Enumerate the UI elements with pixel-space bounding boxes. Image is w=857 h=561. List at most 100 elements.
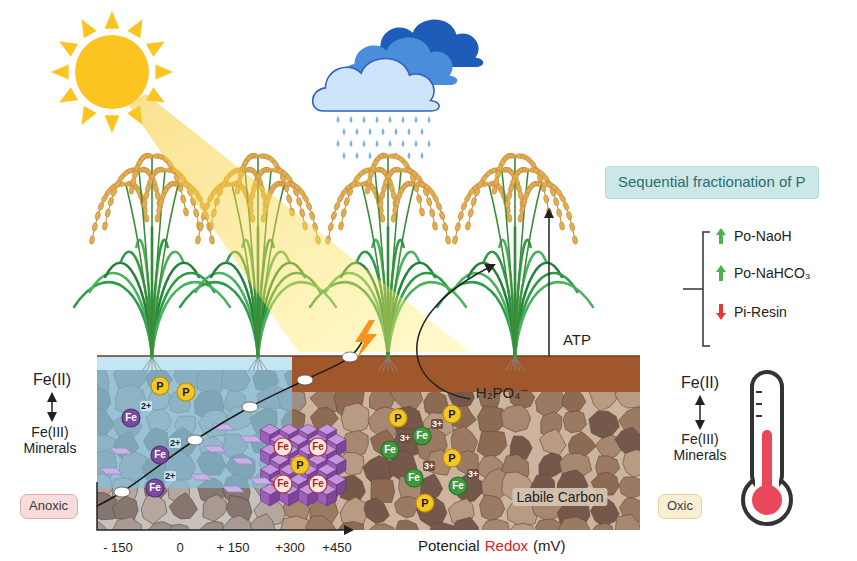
rain-drop: [343, 128, 346, 135]
carbon-label: Labile Carbon: [512, 488, 607, 506]
element-symbol: P: [388, 408, 408, 428]
plant-root: [258, 357, 268, 371]
rice-grain: [473, 187, 481, 197]
phosphorus-ion: P: [442, 448, 462, 468]
rain-drop: [421, 152, 424, 159]
ion-circle: [309, 438, 327, 456]
mineral-flake: [204, 446, 226, 452]
iron-state-label: Fe(II): [681, 374, 719, 392]
soil-aggregate: [396, 520, 419, 530]
iron-ion: Fe3+: [404, 468, 424, 488]
plant-leaf: [90, 273, 152, 357]
element-symbol: Fe: [121, 408, 141, 428]
axis-tick: + 150: [217, 541, 250, 556]
ion-charge: 3+: [399, 433, 411, 443]
sun-ray: [127, 19, 142, 38]
mineral-cube: [261, 450, 271, 467]
rain-drop: [428, 116, 431, 123]
rain-drop: [369, 128, 372, 135]
soil-aggregate: [480, 495, 505, 521]
plant-root: [152, 357, 153, 371]
rice-grain: [142, 199, 148, 208]
soil-aggregate: [364, 498, 389, 524]
element-symbol: Fe: [380, 440, 400, 460]
element-symbol: P: [415, 493, 435, 513]
rice-grain: [305, 201, 313, 211]
element-symbol: Fe: [145, 478, 165, 498]
rice-grain: [195, 235, 201, 244]
rice-grain: [89, 235, 95, 244]
rice-grain: [566, 211, 573, 220]
plant-leaf: [515, 263, 562, 357]
ion-circle: [177, 383, 195, 401]
iron-ion: Fe2+: [145, 478, 165, 498]
plant-root: [142, 357, 152, 371]
axis-title: Potencial: [418, 537, 480, 554]
iron-ion: Fe: [273, 474, 293, 494]
ion-circle: [122, 409, 140, 427]
phosphorus-ion: P: [290, 455, 310, 475]
soil-aggregate: [113, 517, 142, 530]
rain-drop: [337, 140, 340, 147]
phosphate-label: H₂PO₄⁻: [476, 384, 528, 401]
sun-ray: [105, 115, 120, 133]
plant-root: [510, 357, 515, 371]
mineral-cube: [337, 460, 347, 477]
rice-grain: [379, 191, 385, 200]
plant-root: [248, 357, 258, 371]
soil-aggregate: [336, 522, 365, 530]
phosphorus-ion: P: [176, 382, 196, 402]
rain-drop: [402, 140, 405, 147]
rice-grain: [97, 201, 105, 211]
rice-grain: [336, 193, 344, 203]
rice-grain: [378, 199, 384, 208]
rain-drop: [343, 152, 346, 159]
rice-grain: [209, 235, 215, 244]
rain-drop: [402, 116, 405, 123]
rice-grain: [432, 221, 438, 230]
rice-grain: [519, 205, 525, 214]
mineral-cube: [327, 490, 337, 507]
soil-aggregate: [367, 524, 394, 530]
phosphorus-ion: P: [442, 404, 462, 424]
soil-profile: [97, 370, 292, 530]
ion-charge: 3+: [467, 469, 479, 479]
soil-aggregate: [563, 411, 586, 433]
sun-ray: [82, 106, 97, 125]
node-text: Oxic: [667, 498, 693, 514]
element-symbol: P: [442, 404, 462, 424]
increase-arrow: [716, 265, 726, 281]
plant-root: [388, 357, 393, 371]
ion-circle: [389, 409, 407, 427]
rice-grain: [366, 177, 372, 186]
iron-state-label: Fe(II): [33, 371, 71, 389]
fraction-label: Po-NaoH: [734, 228, 792, 244]
ion-circle: [151, 446, 169, 464]
rice-grain: [330, 211, 337, 220]
atp-arrow: [548, 210, 550, 356]
sun-ray: [155, 65, 173, 80]
node-text: Sequential fractionation of P: [618, 173, 806, 192]
sun-ray: [59, 87, 78, 102]
rice-grain: [333, 201, 341, 211]
rain-drop: [382, 128, 385, 135]
mineral-flake: [222, 486, 244, 492]
rice-grain: [338, 221, 344, 230]
rice-grain: [452, 235, 458, 244]
plant-leaf: [180, 282, 258, 357]
rice-grain: [100, 193, 108, 203]
plant-root: [378, 357, 388, 371]
redox-trend-line: [97, 342, 362, 506]
element-symbol: Fe: [273, 437, 293, 457]
thermometer-icon: [756, 415, 762, 417]
soil-aggregate: [501, 405, 531, 432]
soil-aggregate: [623, 450, 640, 478]
rain-drops: [337, 116, 431, 159]
iron-state-label: Fe(III) Minerals: [17, 424, 83, 456]
element-symbol: Fe: [448, 476, 468, 496]
mineral-cube: [337, 440, 347, 457]
rain-drop: [421, 128, 424, 135]
iron-ion: Fe2+: [121, 408, 141, 428]
mineral-flake: [100, 468, 122, 474]
